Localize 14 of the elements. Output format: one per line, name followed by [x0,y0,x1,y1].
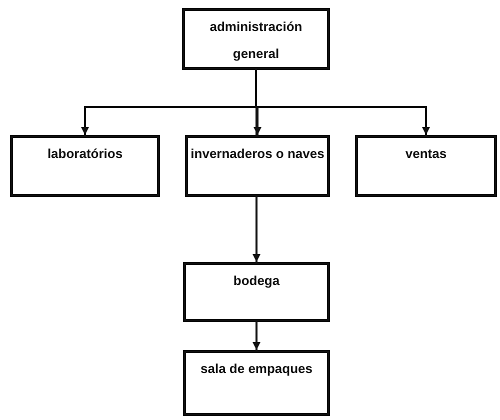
org-box [183,350,330,416]
org-box [183,262,330,322]
box-label: administración general [208,18,304,63]
box-label: ventas [405,145,447,163]
arrow [255,70,430,135]
org-box [355,135,497,197]
org-box [10,135,160,197]
box-label: invernaderos o naves [190,145,324,163]
box-label: laboratórios [47,145,123,163]
box-label: bodega [233,272,280,290]
org-box [182,8,330,70]
box-label: sala de empaques [200,360,312,378]
org-box [185,135,330,197]
arrow [252,322,260,350]
